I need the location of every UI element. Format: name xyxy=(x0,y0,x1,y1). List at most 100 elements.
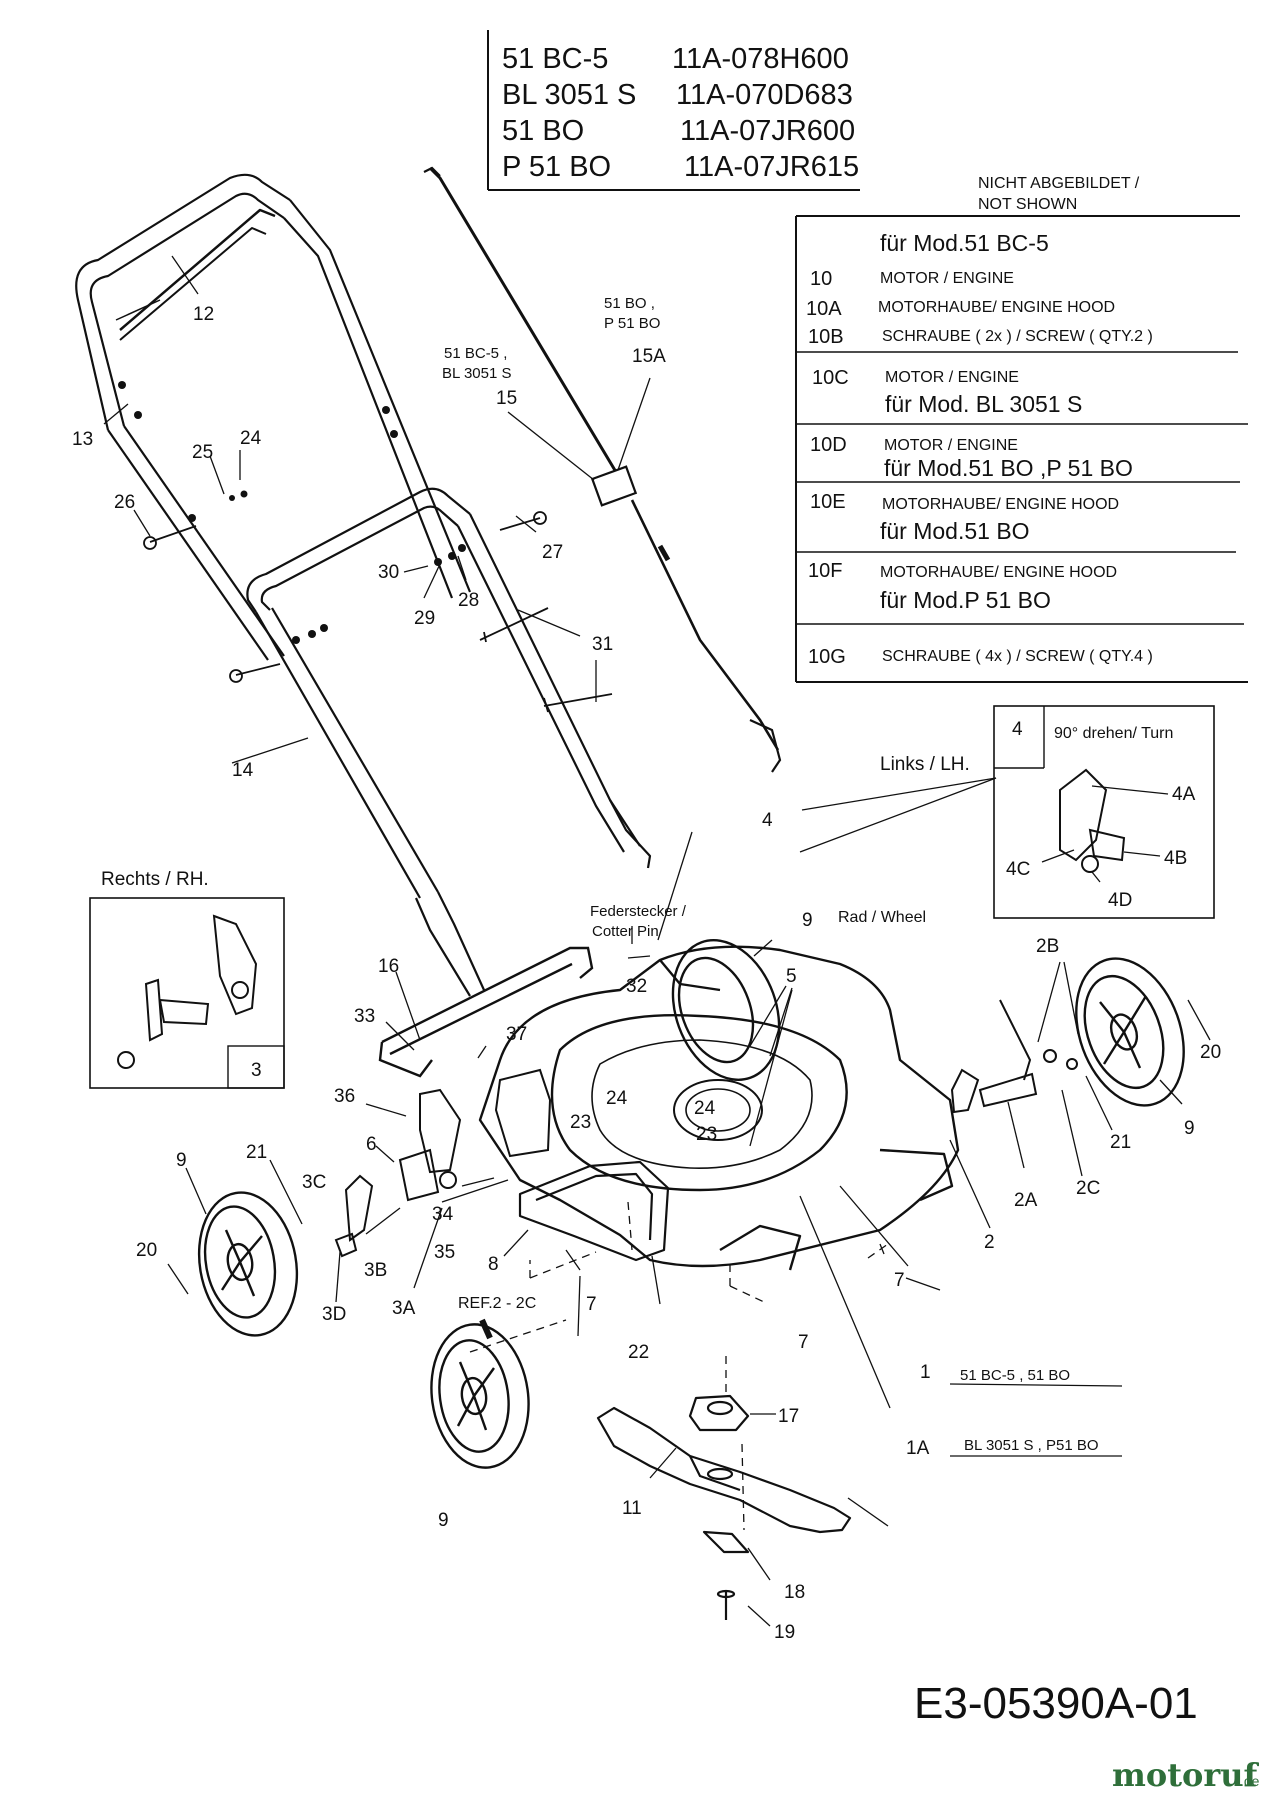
callout: 24 xyxy=(694,1098,716,1119)
callout: 24 xyxy=(240,428,262,449)
upper-handle xyxy=(75,173,472,661)
callout: 14 xyxy=(232,760,254,781)
callout: 21 xyxy=(1110,1132,1131,1153)
not-shown-desc: SCHRAUBE ( 2x ) / SCREW ( QTY.2 ) xyxy=(882,328,1153,345)
not-shown-model: für Mod. BL 3051 S xyxy=(885,391,1082,417)
callout: 30 xyxy=(378,562,399,583)
cotter-pin-label: Cotter Pin xyxy=(592,923,659,940)
not-shown-model: für Mod.P 51 BO xyxy=(880,587,1051,613)
callout: 19 xyxy=(774,1622,795,1643)
brand-logo: motoruf xyxy=(1112,1756,1259,1794)
mower-deck xyxy=(478,945,960,1271)
not-shown-id: 10G xyxy=(808,646,846,668)
callout: 5 xyxy=(786,966,797,987)
not-shown-desc: MOTOR / ENGINE xyxy=(885,369,1019,386)
height-adjuster-right xyxy=(950,999,1078,1114)
callout: 16 xyxy=(378,956,399,977)
callout: 20 xyxy=(1200,1042,1221,1063)
callout: 1 xyxy=(920,1362,931,1383)
callout: 33 xyxy=(354,1006,375,1027)
model-name: P 51 BO xyxy=(502,151,611,183)
callout: 2B xyxy=(1036,936,1059,957)
not-shown-id: 10 xyxy=(810,268,832,290)
model-table: 51 BC-5 11A-078H600 BL 3051 S 11A-070D68… xyxy=(487,30,860,191)
callout: 23 xyxy=(696,1124,717,1145)
callout: 3B xyxy=(364,1260,387,1281)
callout: 36 xyxy=(334,1086,355,1107)
callout: 3C xyxy=(302,1172,326,1193)
not-shown-heading: NICHT ABGEBILDET / xyxy=(978,175,1140,192)
rear-flap xyxy=(518,1160,670,1262)
callout: 21 xyxy=(246,1142,267,1163)
lower-handle xyxy=(246,487,652,997)
callout: 7 xyxy=(586,1294,597,1315)
height-adjuster-left xyxy=(334,1088,462,1258)
inset-rh-box-number: 3 xyxy=(251,1060,262,1081)
inset-lh-part: 4B xyxy=(1164,848,1187,869)
not-shown-id: 10F xyxy=(808,560,842,582)
cable-model-label: P 51 BO xyxy=(604,315,660,332)
not-shown-id: 10B xyxy=(808,326,844,348)
not-shown-id: 10C xyxy=(812,367,849,389)
control-cable xyxy=(423,166,782,773)
cable-model-label: BL 3051 S xyxy=(442,365,512,382)
wheel-front-right xyxy=(1075,957,1185,1107)
diagram-code: E3-05390A-01 xyxy=(914,1679,1198,1728)
model-name: BL 3051 S xyxy=(502,79,636,111)
annotations: Federstecker / Cotter Pin Rad / Wheel RE… xyxy=(442,295,1260,1794)
wheel-front-left xyxy=(430,1318,530,1469)
inset-lh-part: 4D xyxy=(1108,890,1132,911)
not-shown-heading: NOT SHOWN xyxy=(978,196,1077,213)
callout: 35 xyxy=(434,1242,455,1263)
model-name: 51 BO xyxy=(502,115,584,147)
ref-label: REF.2 - 2C xyxy=(458,1295,536,1312)
not-shown-desc: MOTORHAUBE/ ENGINE HOOD xyxy=(882,496,1119,513)
model-number: 11A-07JR615 xyxy=(684,151,859,183)
callout: 7 xyxy=(894,1270,905,1291)
bail-wire xyxy=(479,607,613,713)
callout: 31 xyxy=(592,634,613,655)
not-shown-desc: SCHRAUBE ( 4x ) / SCREW ( QTY.4 ) xyxy=(882,648,1153,665)
callout: 8 xyxy=(488,1254,499,1275)
callout: 2A xyxy=(1014,1190,1038,1211)
model-name: 51 BC-5 xyxy=(502,43,608,75)
blade xyxy=(596,1394,852,1620)
callout: 27 xyxy=(542,542,563,563)
callout: 18 xyxy=(784,1582,805,1603)
inset-rh-title: Rechts / RH. xyxy=(101,869,209,890)
model-number: 11A-070D683 xyxy=(676,79,853,111)
callout: 34 xyxy=(432,1204,454,1225)
inset-lh-note: 90° drehen/ Turn xyxy=(1054,725,1173,742)
not-shown-id: 10A xyxy=(806,298,842,320)
callout: 15 xyxy=(496,388,517,409)
cable-model-label: 51 BO , xyxy=(604,295,655,312)
rear-panel xyxy=(494,1068,552,1158)
callout: 4 xyxy=(762,810,773,831)
callout: 9 xyxy=(176,1150,187,1171)
inset-lh-part: 4A xyxy=(1172,784,1196,805)
callout: 17 xyxy=(778,1406,799,1427)
callout: 6 xyxy=(366,1134,377,1155)
wheel-label: Rad / Wheel xyxy=(838,909,926,926)
inset-lh-title: Links / LH. xyxy=(880,754,970,775)
callout: 24 xyxy=(606,1088,628,1109)
wheel-rear-left xyxy=(197,1191,299,1337)
inset-lh-box-number: 4 xyxy=(1012,719,1023,740)
not-shown-table: NICHT ABGEBILDET / NOT SHOWN für Mod.51 … xyxy=(795,175,1248,683)
cotter-pin-label: Federstecker / xyxy=(590,903,687,920)
callout: 1A xyxy=(906,1438,930,1459)
callout: 28 xyxy=(458,590,479,611)
model-number: 11A-07JR600 xyxy=(680,115,855,147)
inset-lh: Links / LH. 4 90° drehen/ Turn 4A 4B 4C … xyxy=(880,705,1215,919)
not-shown-id: 10E xyxy=(810,491,846,513)
callout: 23 xyxy=(570,1112,591,1133)
callout: 2C xyxy=(1076,1178,1100,1199)
inset-rh: Rechts / RH. 3 xyxy=(89,869,285,1089)
deck-model-note: BL 3051 S , P51 BO xyxy=(964,1437,1099,1454)
not-shown-model: für Mod.51 BO ,P 51 BO xyxy=(884,455,1133,481)
callout: 29 xyxy=(414,608,435,629)
cable-model-label: 51 BC-5 , xyxy=(444,345,507,362)
callout: 12 xyxy=(193,304,214,325)
wheel-rear-right xyxy=(671,939,781,1081)
